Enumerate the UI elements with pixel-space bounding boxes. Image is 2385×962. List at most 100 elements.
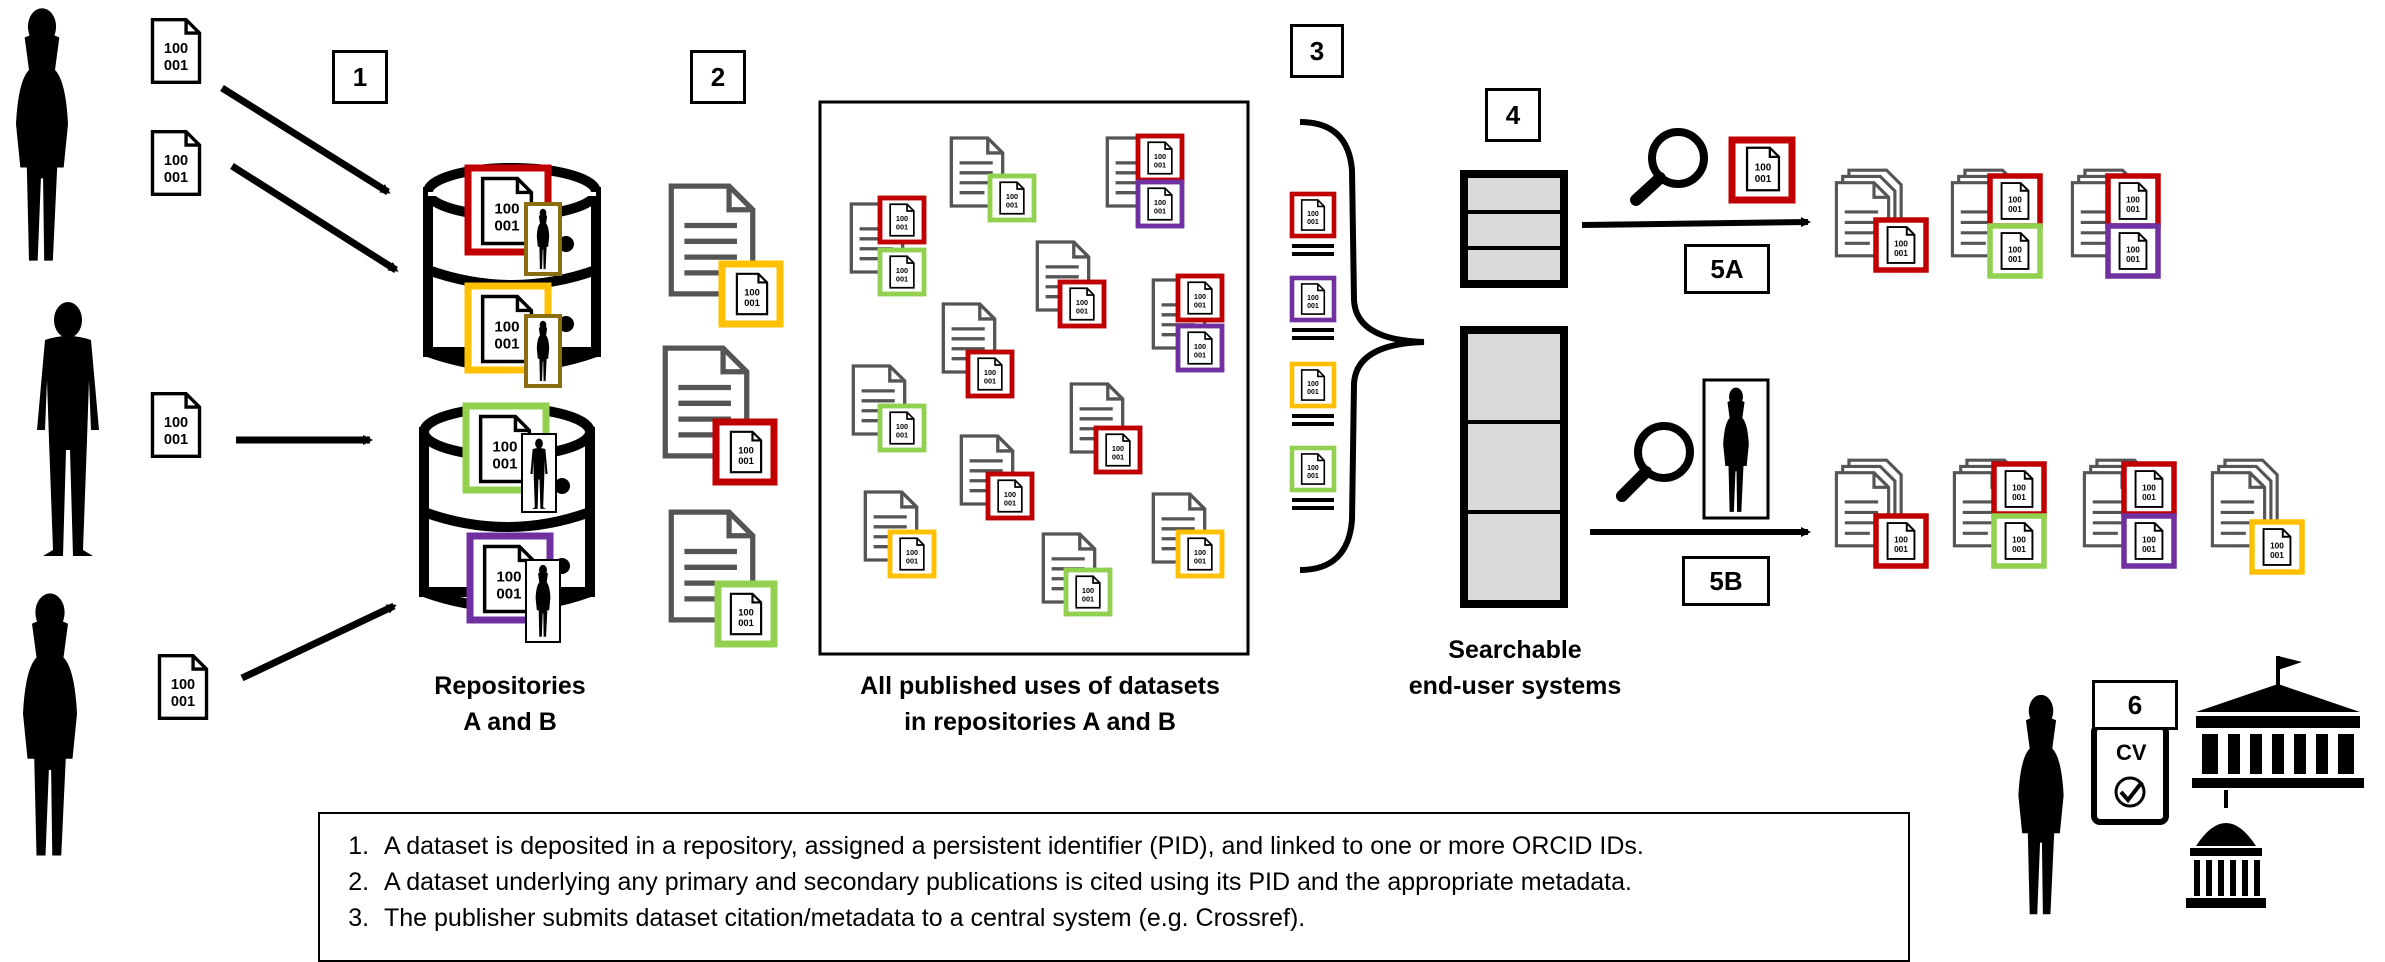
binary-file-icon	[464, 164, 562, 276]
institution-building-icon	[2192, 656, 2364, 788]
binary-file-icon	[2121, 513, 2177, 569]
document-icon	[1035, 240, 1107, 329]
step-5b-box: 5B	[1682, 556, 1770, 606]
binary-file-icon	[1873, 513, 1929, 569]
searchable-systems-label-line1: Searchable	[1448, 636, 1582, 664]
document-icon	[849, 195, 927, 297]
published-uses-label-line1: All published uses of datasets	[860, 672, 1220, 700]
step-5a-box: 5A	[1684, 244, 1770, 294]
document-icon	[1069, 382, 1143, 475]
person-silhouette-icon	[37, 302, 99, 556]
binary-file-icon	[1987, 223, 2043, 279]
document-icon	[671, 512, 778, 648]
published-uses-label-line2: in repositories A and B	[904, 708, 1176, 736]
search-system-icon	[1460, 170, 1568, 288]
query-arrow	[1581, 217, 1811, 228]
step-2-box: 2	[690, 50, 746, 104]
published-documents	[849, 133, 1225, 617]
document-icon	[851, 364, 927, 453]
binary-file-icon	[150, 391, 202, 459]
deposit-arrow	[220, 85, 391, 195]
document-icon	[941, 302, 1015, 399]
binary-file-icon	[1289, 445, 1337, 493]
binary-file-icon	[150, 129, 202, 197]
searchable-systems-label-line2: end-user systems	[1408, 672, 1622, 700]
document-icon	[1041, 532, 1113, 617]
citation-item	[1289, 445, 1337, 510]
document-icon	[665, 348, 778, 486]
binary-file-icon	[877, 403, 927, 453]
capitol-dome-icon	[2186, 790, 2266, 908]
cv-checkmark-icon: CV	[2091, 723, 2169, 825]
binary-file-icon	[1175, 273, 1225, 323]
binary-file-icon	[1289, 361, 1337, 409]
result-sets	[1834, 168, 2305, 575]
document-icon	[1105, 133, 1185, 229]
binary-file-icon	[1289, 275, 1337, 323]
repositories-label: Repositories A and B	[400, 668, 620, 740]
binary-file-icon	[1728, 136, 1796, 204]
binary-file-icon	[150, 17, 202, 85]
person-silhouette-icon	[1702, 378, 1770, 520]
step-6-box: 6	[2092, 680, 2178, 730]
document-stack-icon	[1834, 168, 1929, 273]
binary-file-icon	[1987, 173, 2043, 229]
legend-box: A dataset is deposited in a repository, …	[318, 812, 1910, 962]
binary-file-icon	[2249, 519, 2305, 575]
legend-item-3: The publisher submits dataset citation/m…	[376, 900, 1908, 936]
repositories-label-line2: A and B	[463, 708, 557, 736]
deposit-arrow	[240, 602, 397, 682]
magnifier-icon	[1630, 128, 1708, 206]
document-stack-icon	[1950, 168, 2043, 279]
binary-file-icon	[2105, 173, 2161, 229]
person-silhouette-icon	[16, 8, 68, 261]
binary-file-icon	[157, 653, 209, 721]
magnifier-icon	[1616, 422, 1694, 502]
binary-file-icon	[2105, 223, 2161, 279]
binary-file-icon	[987, 173, 1037, 223]
binary-file-icon	[1063, 567, 1113, 617]
published-uses-label: All published uses of datasets in reposi…	[820, 668, 1260, 740]
document-stack-icon	[2082, 458, 2177, 569]
document-stack-icon	[1952, 458, 2047, 569]
deposit-arrow	[230, 163, 399, 273]
searchable-systems-label: Searchable end-user systems	[1390, 632, 1640, 704]
legend-list: A dataset is deposited in a repository, …	[340, 828, 1908, 936]
document-icon	[1151, 492, 1225, 579]
citation-item	[1289, 191, 1337, 256]
document-icon	[1151, 273, 1225, 373]
document-icon	[671, 186, 784, 328]
binary-file-icon	[1873, 217, 1929, 273]
binary-file-icon	[1175, 323, 1225, 373]
person-silhouette-icon	[2018, 694, 2064, 915]
citation-list	[1289, 191, 1337, 510]
document-icon	[959, 434, 1035, 521]
document-stack-icon	[1834, 458, 1929, 569]
document-icon	[949, 136, 1037, 223]
binary-file-icon	[1135, 179, 1185, 229]
legend-item-1: A dataset is deposited in a repository, …	[376, 828, 1908, 864]
binary-file-icon	[877, 247, 927, 297]
binary-file-icon	[985, 471, 1035, 521]
search-system-icon	[1460, 326, 1568, 608]
document-icon	[863, 490, 937, 579]
legend-item-2: A dataset underlying any primary and sec…	[376, 864, 1908, 900]
citation-item	[1289, 275, 1337, 340]
binary-file-icon	[2121, 461, 2177, 517]
binary-file-icon	[1991, 461, 2047, 517]
binary-file-icon	[1175, 529, 1225, 579]
step-4-box: 4	[1485, 88, 1541, 142]
person-silhouette-icon	[23, 593, 77, 856]
binary-file-icon	[1991, 513, 2047, 569]
step-1-box: 1	[332, 50, 388, 104]
step-3-box: 3	[1290, 24, 1344, 78]
binary-file-icon	[1057, 279, 1107, 329]
citation-item	[1289, 361, 1337, 426]
brace-icon	[1299, 119, 1425, 573]
document-stack-icon	[2070, 168, 2161, 279]
binary-file-icon	[877, 195, 927, 245]
binary-file-icon	[466, 532, 561, 643]
binary-file-icon	[464, 282, 562, 388]
repositories-label-line1: Repositories	[434, 672, 586, 700]
binary-file-icon	[965, 349, 1015, 399]
